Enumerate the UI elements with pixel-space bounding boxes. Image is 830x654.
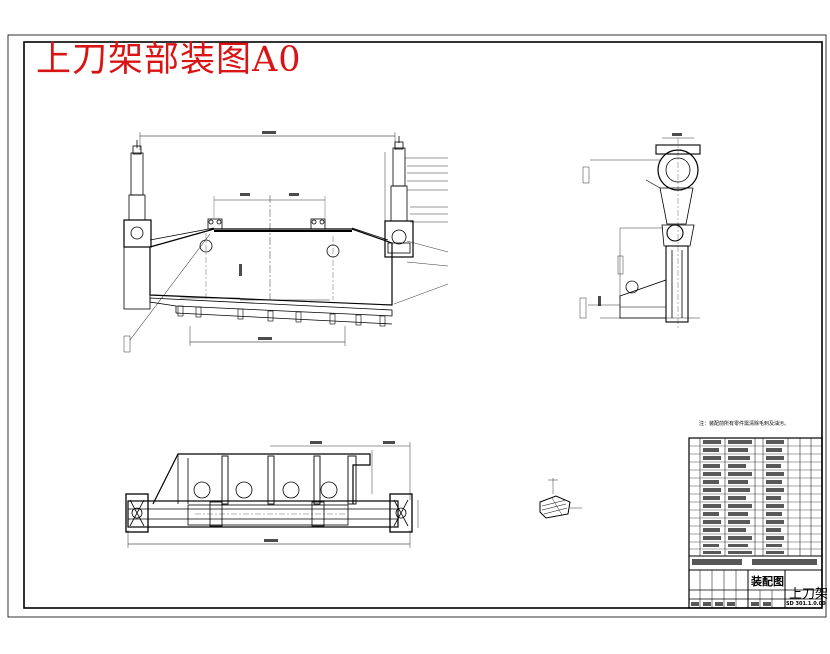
technical-note: 注：装配前所有零件需清除毛刺及油污。 xyxy=(699,421,790,427)
top-view xyxy=(125,442,419,548)
dimension-labels xyxy=(239,131,682,542)
titleblock-drawing-name: 装配图 xyxy=(751,575,784,588)
front-view xyxy=(123,132,449,353)
outer-border xyxy=(7,34,827,618)
side-view xyxy=(579,137,701,330)
titleblock-part-name: 上刀架 xyxy=(789,587,829,602)
drawing-title: 上刀架部装图A0 xyxy=(36,40,302,80)
section-detail xyxy=(539,478,582,519)
titleblock-drawing-number: SD 301.1.0.00 xyxy=(786,601,826,607)
inner-border xyxy=(23,41,823,609)
title-block xyxy=(688,437,823,609)
